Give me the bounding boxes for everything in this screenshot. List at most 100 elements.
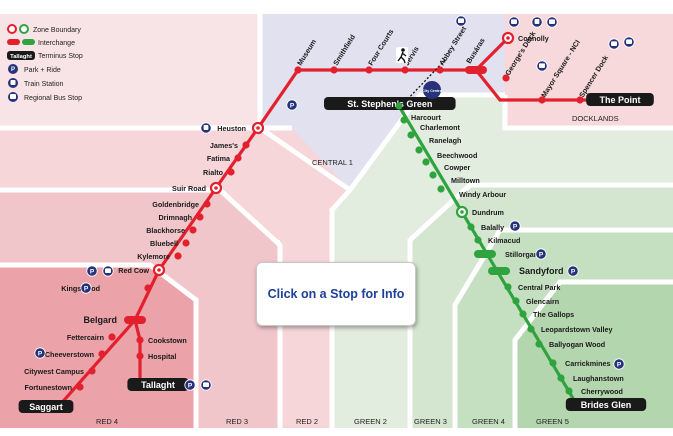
- stop-harcourt[interactable]: Harcourt: [395, 102, 442, 122]
- zone-label-docklands: DOCKLANDS: [572, 114, 619, 123]
- legend-interchange: Interchange: [7, 39, 75, 47]
- stop-hospital[interactable]: Hospital: [136, 352, 176, 361]
- stop-label: Heuston: [217, 124, 246, 133]
- stop-carrickmines[interactable]: Carrickmines: [549, 359, 611, 368]
- stop-stillorgan[interactable]: Stillorgan: [474, 250, 538, 259]
- stop-label: Milltown: [451, 176, 480, 185]
- legend-terminus-text: Terminus Stop: [38, 53, 83, 60]
- stop-dot: [108, 333, 116, 341]
- regional-bus-icon: [455, 15, 467, 27]
- stop-dot: [565, 387, 573, 395]
- stop-central-park[interactable]: Central Park: [504, 283, 560, 292]
- city-centre-label: City Centre: [422, 89, 441, 93]
- stop-label: The Point: [600, 95, 641, 105]
- stop-cookstown[interactable]: Cookstown: [136, 336, 187, 345]
- stop-leopardstown-valley[interactable]: Leopardstown Valley: [527, 325, 613, 334]
- legend-terminus-badge: Tallaght: [10, 54, 32, 60]
- legend-regional-bus-text: Regional Bus Stop: [24, 95, 82, 102]
- stop-tallaght[interactable]: Tallaght: [127, 378, 189, 391]
- regional-bus-icon: [508, 16, 520, 28]
- terminus-badge: [127, 378, 189, 391]
- stop-label: Red Cow: [118, 266, 149, 275]
- stop-label: Sandyford: [519, 266, 564, 276]
- city-centre-badge: City Centre: [422, 81, 442, 99]
- svg-text:P: P: [188, 382, 193, 389]
- stop-dot: [227, 168, 235, 176]
- stop-dot: [136, 352, 144, 360]
- stop-ballyogan-wood[interactable]: Ballyogan Wood: [535, 340, 605, 349]
- stop-label: Rialto: [203, 168, 224, 177]
- stop-ranelagh[interactable]: Ranelagh: [407, 131, 461, 145]
- stop-milltown[interactable]: Milltown: [429, 171, 480, 185]
- stop-sandyford[interactable]: Sandyford: [488, 266, 564, 276]
- svg-text:P: P: [617, 361, 622, 368]
- stop-the-point[interactable]: The Point: [586, 93, 654, 106]
- stop-dot: [538, 96, 546, 104]
- stop-dot: [242, 141, 250, 149]
- stop-balally[interactable]: Balally: [467, 223, 504, 232]
- park-ride-icon: P: [34, 347, 46, 359]
- stop-label: Hospital: [148, 352, 176, 361]
- zone-labels: CENTRAL 1 DOCKLANDS RED 4 RED 3 RED 2 GR…: [96, 114, 619, 426]
- stop-brides-glen[interactable]: Brides Glen: [565, 398, 647, 411]
- stop-cheeverstown[interactable]: Cheeverstown: [45, 350, 106, 359]
- stop-st-stephen-s-green[interactable]: St. Stephen's Green: [324, 97, 456, 110]
- stop-label: Cheeverstown: [45, 350, 94, 359]
- stop-the-gallops[interactable]: The Gallops: [519, 310, 574, 319]
- stop-goldenbridge[interactable]: Goldenbridge: [152, 200, 211, 209]
- stop-fatima[interactable]: Fatima: [207, 154, 242, 163]
- stop-label: Cookstown: [148, 336, 187, 345]
- stop-james-s[interactable]: James's: [210, 141, 250, 150]
- stop-drimnagh[interactable]: Drimnagh: [158, 213, 204, 222]
- legend-park-ride: P Park + Ride: [8, 64, 61, 74]
- interchange-marker: [124, 316, 146, 324]
- stop-connolly[interactable]: Connolly: [501, 31, 549, 45]
- stop-bluebell[interactable]: Bluebell: [150, 239, 190, 248]
- stop-citywest-campus[interactable]: Citywest Campus: [24, 367, 96, 376]
- terminus-badge: [18, 400, 74, 413]
- info-prompt[interactable]: Click on a Stop for Info: [256, 262, 416, 326]
- stop-dot: [437, 185, 445, 193]
- stop-windy-arbour[interactable]: Windy Arbour: [437, 185, 506, 199]
- stop-beechwood[interactable]: Beechwood: [415, 146, 477, 160]
- regional-bus-icon: [623, 36, 635, 48]
- interchange-marker: [474, 250, 496, 258]
- stop-saggart[interactable]: Saggart: [18, 400, 74, 413]
- stop-heuston[interactable]: Heuston: [217, 121, 265, 135]
- zone-label-green5: GREEN 5: [536, 417, 569, 426]
- stop-dot: [422, 158, 430, 166]
- stop-laughanstown[interactable]: Laughanstown: [557, 374, 624, 383]
- legend-terminus: Tallaght Terminus Stop: [7, 51, 83, 60]
- svg-text:P: P: [84, 285, 89, 292]
- stop-fettercairn[interactable]: Fettercairn: [67, 333, 116, 342]
- svg-text:P: P: [571, 268, 576, 275]
- stop-kylemore[interactable]: Kylemore: [137, 252, 182, 261]
- stop-label: Fatima: [207, 154, 231, 163]
- stop-label: Connolly: [518, 34, 549, 43]
- stop-cowper[interactable]: Cowper: [422, 158, 471, 172]
- stop-red-cow[interactable]: Red Cow: [118, 263, 166, 277]
- legend-zone-boundary-text: Zone Boundary: [33, 27, 81, 34]
- stop-label: Stillorgan: [505, 250, 538, 259]
- stop-kilmacud[interactable]: Kilmacud: [474, 236, 520, 245]
- stop-suir-road[interactable]: Suir Road: [172, 181, 223, 195]
- stop-belgard[interactable]: Belgard: [83, 315, 146, 325]
- stop-label: Laughanstown: [573, 374, 624, 383]
- stop-charlemont[interactable]: Charlemont: [400, 116, 461, 132]
- zone-label-central1: CENTRAL 1: [312, 158, 353, 167]
- stop-cherrywood[interactable]: Cherrywood: [565, 387, 623, 396]
- stop-dot: [436, 66, 444, 74]
- stop-label: Leopardstown Valley: [541, 325, 613, 334]
- stop-glencairn[interactable]: Glencairn: [512, 297, 559, 306]
- regional-bus-icon: [546, 16, 558, 28]
- stop-fortunestown[interactable]: Fortunestown: [24, 383, 84, 392]
- stop-label: Ranelagh: [429, 136, 461, 145]
- park-ride-icon: P: [535, 248, 547, 260]
- stop-rialto[interactable]: Rialto: [203, 168, 235, 177]
- stop-dot: [196, 213, 204, 221]
- regional-bus-icon: [102, 265, 114, 277]
- stop-blackhorse[interactable]: Blackhorse: [146, 226, 197, 235]
- legend-interchange-text: Interchange: [38, 40, 75, 47]
- stop-dundrum[interactable]: Dundrum: [455, 205, 504, 219]
